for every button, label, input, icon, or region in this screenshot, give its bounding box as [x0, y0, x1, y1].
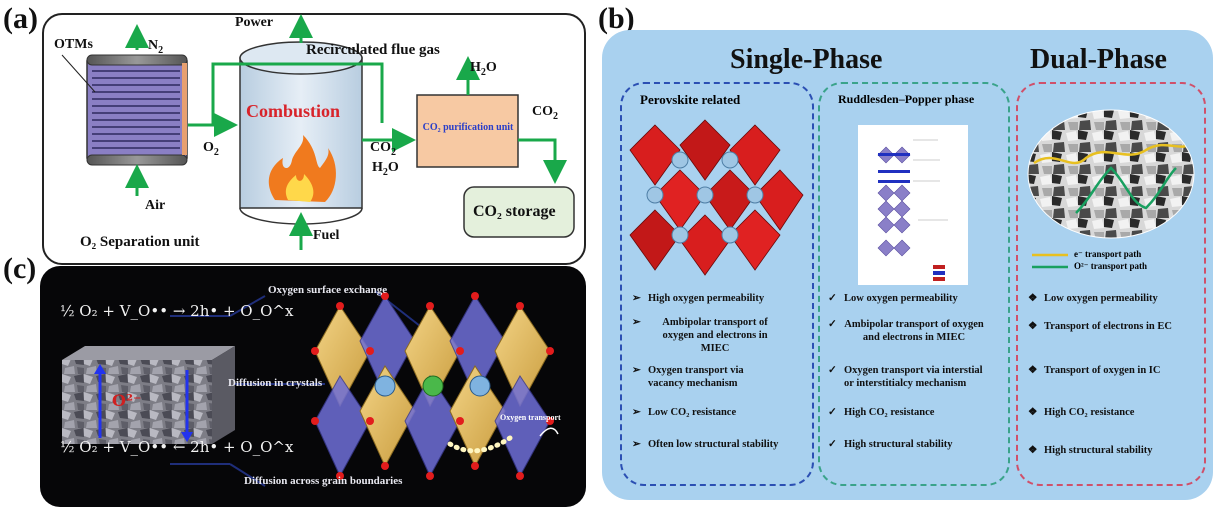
perovskite-structure [629, 119, 804, 276]
dual-phase-list: ❖Low oxygen permeability ❖Transport of e… [1028, 293, 1172, 456]
panel-a-label: (a) [3, 2, 38, 35]
h2o-mid-label: H2O [372, 160, 399, 178]
fuel-label: Fuel [313, 228, 340, 243]
co2-storage-label: CO₂ storage [473, 203, 556, 220]
dual-phase-microstructure [1027, 109, 1195, 239]
single-phase-title: Single-Phase [730, 44, 883, 75]
perovskite-title: Perovskite related [640, 92, 741, 107]
svg-text:O²⁻: O²⁻ [112, 391, 141, 410]
power-label: Power [235, 15, 274, 30]
co2-purification-label: CO₂ purification unit [422, 122, 514, 133]
combustion-label: Combustion [246, 101, 341, 121]
surface-exchange-label: Oxygen surface exchange [268, 284, 388, 296]
oxygen-transport-label: Oxygen transport [500, 413, 561, 422]
rp-list: ✓Low oxygen permeability ✓Ambipolar tran… [828, 293, 984, 450]
rp-box [818, 82, 1010, 486]
legend-oxygen: O²⁻ transport path [1074, 261, 1147, 271]
dual-phase-box [1016, 82, 1206, 486]
panel-a-diagram [61, 14, 575, 250]
rp-structure [858, 125, 968, 285]
diffusion-grain-label: Diffusion across grain boundaries [244, 475, 403, 487]
air-label: Air [145, 198, 166, 213]
o2-label: O2 [203, 140, 219, 158]
otms-label: OTMs [54, 37, 93, 52]
diffusion-crystals-label: Diffusion in crystals [228, 377, 323, 389]
perovskite-list: ➢High oxygen permeability ➢Ambipolar tra… [632, 293, 779, 450]
panel-c-label: (c) [3, 252, 37, 285]
panel-c-diagram: O²⁻ [62, 290, 559, 487]
equation-bottom: ½ O₂ + V_O•• ← 2h• + O_O^x [60, 438, 294, 456]
co2-storage-box [463, 186, 575, 238]
legend-electron: e⁻ transport path [1074, 249, 1142, 259]
recirculated-label: Recirculated flue gas [306, 42, 440, 58]
h2o-top-label: H2O [470, 60, 497, 78]
dual-phase-title: Dual-Phase [1030, 44, 1167, 75]
otm-module [61, 54, 188, 166]
co2-mid-label: CO2 [370, 140, 396, 158]
rp-title: Ruddlesden–Popper phase [838, 92, 975, 106]
perovskite-box [620, 82, 814, 486]
perovskite-crystal [311, 292, 559, 480]
legend-lines [1032, 253, 1068, 269]
combustion-chamber [239, 41, 363, 225]
co2-right-label: CO2 [532, 104, 558, 122]
equation-top: ½ O₂ + V_O•• → 2h• + O_O^x [60, 302, 294, 320]
n2-label: N2 [148, 38, 164, 56]
panel-b-label: (b) [598, 2, 635, 35]
o2-separation-label: O₂ Separation unit [80, 234, 200, 250]
